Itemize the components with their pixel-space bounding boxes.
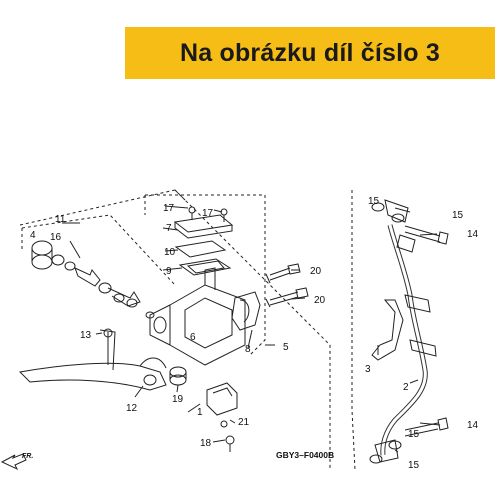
callout-20b: 20	[314, 295, 326, 306]
callout-5: 5	[283, 342, 289, 353]
callout-12: 12	[126, 403, 138, 414]
callout-15b: 15	[452, 210, 464, 221]
callout-11: 11	[55, 214, 66, 225]
callout-17a: 17	[163, 203, 175, 214]
callout-17b: 17	[202, 208, 214, 219]
callout-15a: 15	[368, 196, 380, 207]
title-banner: Na obrázku díl číslo 3	[125, 27, 495, 79]
callout-8: 8	[245, 344, 251, 355]
callout-10: 10	[164, 247, 176, 258]
callout-16: 16	[50, 232, 62, 243]
callout-14a: 14	[467, 229, 479, 240]
callout-9: 9	[166, 266, 172, 277]
callout-15d: 15	[408, 460, 420, 471]
callout-1: 1	[197, 407, 203, 418]
callout-20a: 20	[310, 266, 322, 277]
direction-label: FR.	[22, 453, 33, 460]
callout-19: 19	[172, 394, 184, 405]
banner-title: Na obrázku díl číslo 3	[179, 38, 441, 67]
callout-6: 6	[190, 332, 196, 343]
callout-4: 4	[30, 230, 36, 241]
callout-18: 18	[200, 438, 212, 449]
callout-2: 2	[403, 382, 409, 393]
callout-15c: 15	[408, 429, 420, 440]
callout-13: 13	[80, 330, 92, 341]
diagram-code: GBY3–F0400B	[276, 450, 334, 460]
callout-7: 7	[166, 223, 172, 234]
callout-14b: 14	[467, 420, 479, 431]
callout-3: 3	[365, 364, 371, 375]
callout-21: 21	[238, 417, 250, 428]
